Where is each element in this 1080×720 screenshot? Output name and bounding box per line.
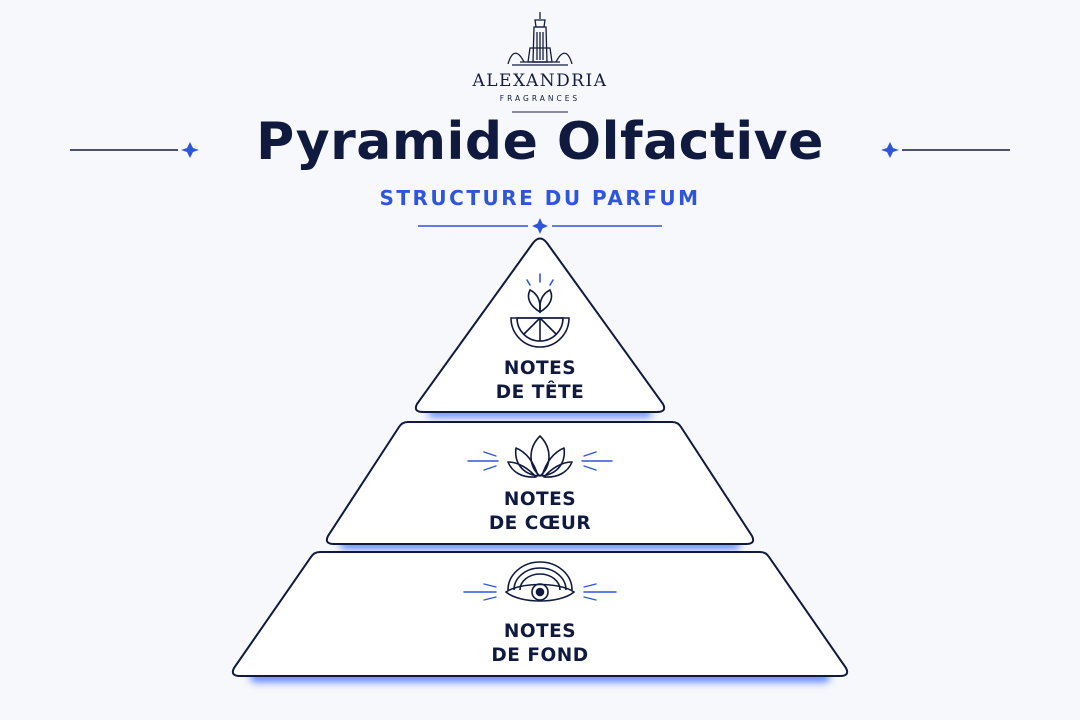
tier-middle-label-line1: NOTES	[503, 489, 577, 510]
right-ornament	[881, 142, 1010, 158]
lighthouse-logo-icon	[507, 12, 573, 66]
subtitle-divider	[418, 218, 662, 234]
tier-bottom-label-line2: DE FOND	[491, 645, 589, 666]
amber-shell-icon	[504, 561, 576, 602]
page-title: Pyramide Olfactive	[256, 112, 824, 172]
sparkle-icon	[181, 142, 199, 158]
sparkle-icon	[532, 218, 548, 234]
page-subtitle: STRUCTURE DU PARFUM	[379, 186, 701, 210]
tier-middle-label: NOTES DE CŒUR	[420, 488, 660, 536]
shell-rays	[463, 583, 617, 601]
lotus-flower-icon	[507, 435, 573, 478]
citrus-leaves-icon	[510, 273, 570, 348]
brand-name: ALEXANDRIA	[472, 71, 608, 91]
tier-bottom-shape	[231, 551, 849, 677]
brand-tagline: FRAGRANCES	[499, 94, 581, 103]
tier-top-label: NOTES DE TÊTE	[420, 357, 660, 405]
tier-top-label-line1: NOTES	[503, 358, 577, 379]
tier-middle-label-line2: DE CŒUR	[488, 513, 592, 534]
tier-top-label-line2: DE TÊTE	[495, 382, 585, 403]
left-ornament	[70, 142, 199, 158]
tier-bottom-label-line1: NOTES	[503, 621, 577, 642]
sparkle-icon	[881, 142, 899, 158]
lotus-rays	[467, 451, 613, 471]
tier-bottom-label: NOTES DE FOND	[420, 620, 660, 668]
tier-middle-shape	[325, 421, 755, 545]
